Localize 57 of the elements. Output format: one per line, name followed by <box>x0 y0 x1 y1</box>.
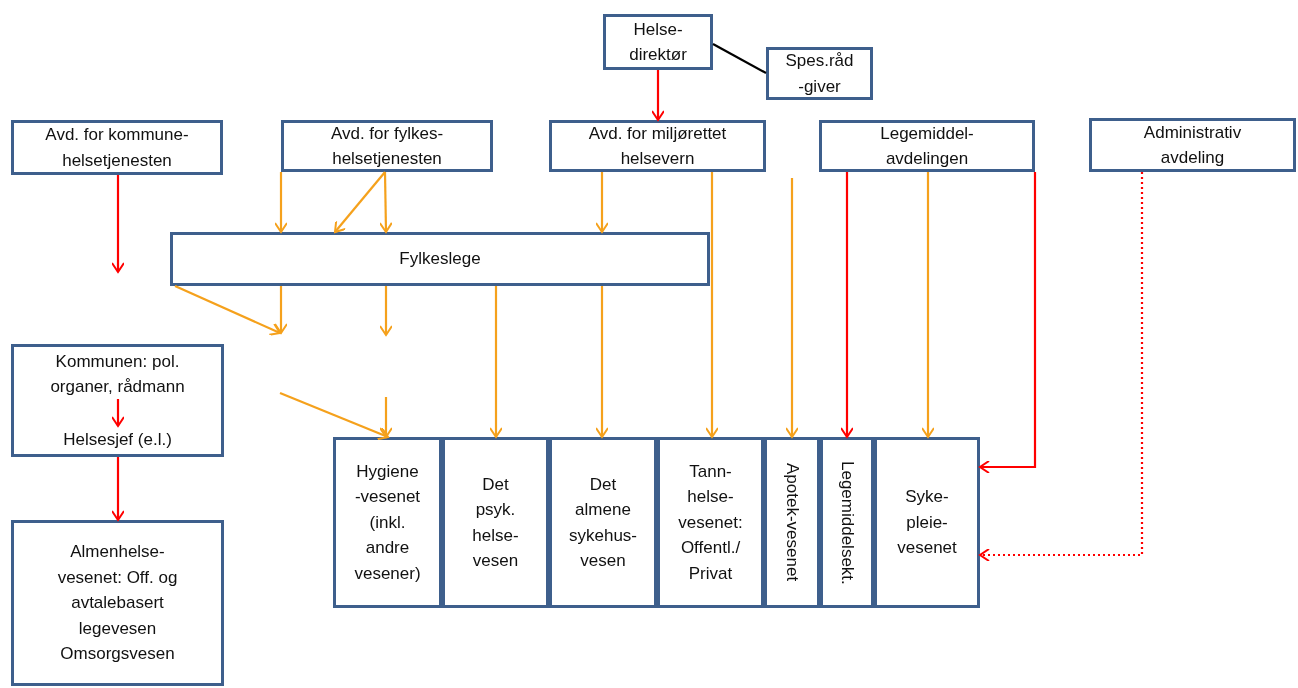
box-label: Legemiddelsekt. <box>836 460 858 585</box>
org-box <box>819 120 1035 172</box>
org-box <box>281 120 493 172</box>
arrow <box>705 172 719 438</box>
org-box <box>442 437 549 608</box>
arrow <box>595 172 609 233</box>
box-label: Spes.råd -giver <box>784 50 855 98</box>
arrow <box>379 286 393 336</box>
arrow <box>279 392 389 441</box>
arrow <box>274 286 288 334</box>
arrow <box>785 178 799 438</box>
arrow <box>111 399 125 427</box>
arrow <box>840 172 854 438</box>
org-box <box>549 120 766 172</box>
org-box <box>333 437 442 608</box>
unit-label: Kommunen: pol. organer, rådmann <box>20 349 215 399</box>
arrow <box>111 175 125 273</box>
org-box <box>603 14 713 70</box>
arrow <box>379 397 393 438</box>
org-box <box>1089 118 1296 172</box>
org-box <box>820 437 874 608</box>
box-label: Hygiene -vesenet (inkl. andre vesener) <box>353 460 422 585</box>
box-label: Almenhelse- vesenet: Off. og avtalebasert legevesen Omsorgsvesen <box>56 541 179 666</box>
arrow <box>979 172 1144 562</box>
box-label: Fylkeslege <box>399 248 481 271</box>
box-label: Syke- pleie- vesenet <box>896 486 958 560</box>
box-label: Det almene sykehus- vesen <box>568 473 638 572</box>
connector-line <box>712 43 767 74</box>
org-box <box>764 437 820 608</box>
arrow <box>274 172 288 233</box>
arrow <box>489 286 503 438</box>
org-box <box>549 437 657 608</box>
box-label: Avd. for fylkes- helsetjenesten <box>329 122 445 170</box>
org-box <box>766 47 873 100</box>
org-box <box>11 344 224 457</box>
box-label: Avd. for miljørettet helsevern <box>587 122 728 170</box>
org-box <box>874 437 980 608</box>
arrow <box>651 70 665 121</box>
arrow <box>334 171 386 233</box>
box-label: Tann- helse- vesenet: Offentl./ Privat <box>677 460 744 585</box>
unit-label: Helsesjef (e.l.) <box>20 426 215 454</box>
org-box <box>657 437 764 608</box>
arrow <box>979 172 1037 474</box>
org-box <box>11 120 223 175</box>
org-box <box>170 232 710 286</box>
arrow <box>921 172 935 438</box>
arrow <box>595 286 609 438</box>
box-label: Helse- direktør <box>628 18 688 66</box>
arrow <box>378 172 393 233</box>
box-label: Det psyk. helse- vesen <box>471 473 520 572</box>
box-label: Avd. for kommune- helsetjenesten <box>44 124 190 172</box>
box-label: Apotek-vesenet <box>781 463 803 582</box>
org-box <box>11 520 224 686</box>
arrow <box>111 457 125 521</box>
arrow <box>174 285 281 336</box>
box-label: Legemiddel- avdelingen <box>879 122 975 170</box>
box-label: Administrativ avdeling <box>1142 121 1243 169</box>
